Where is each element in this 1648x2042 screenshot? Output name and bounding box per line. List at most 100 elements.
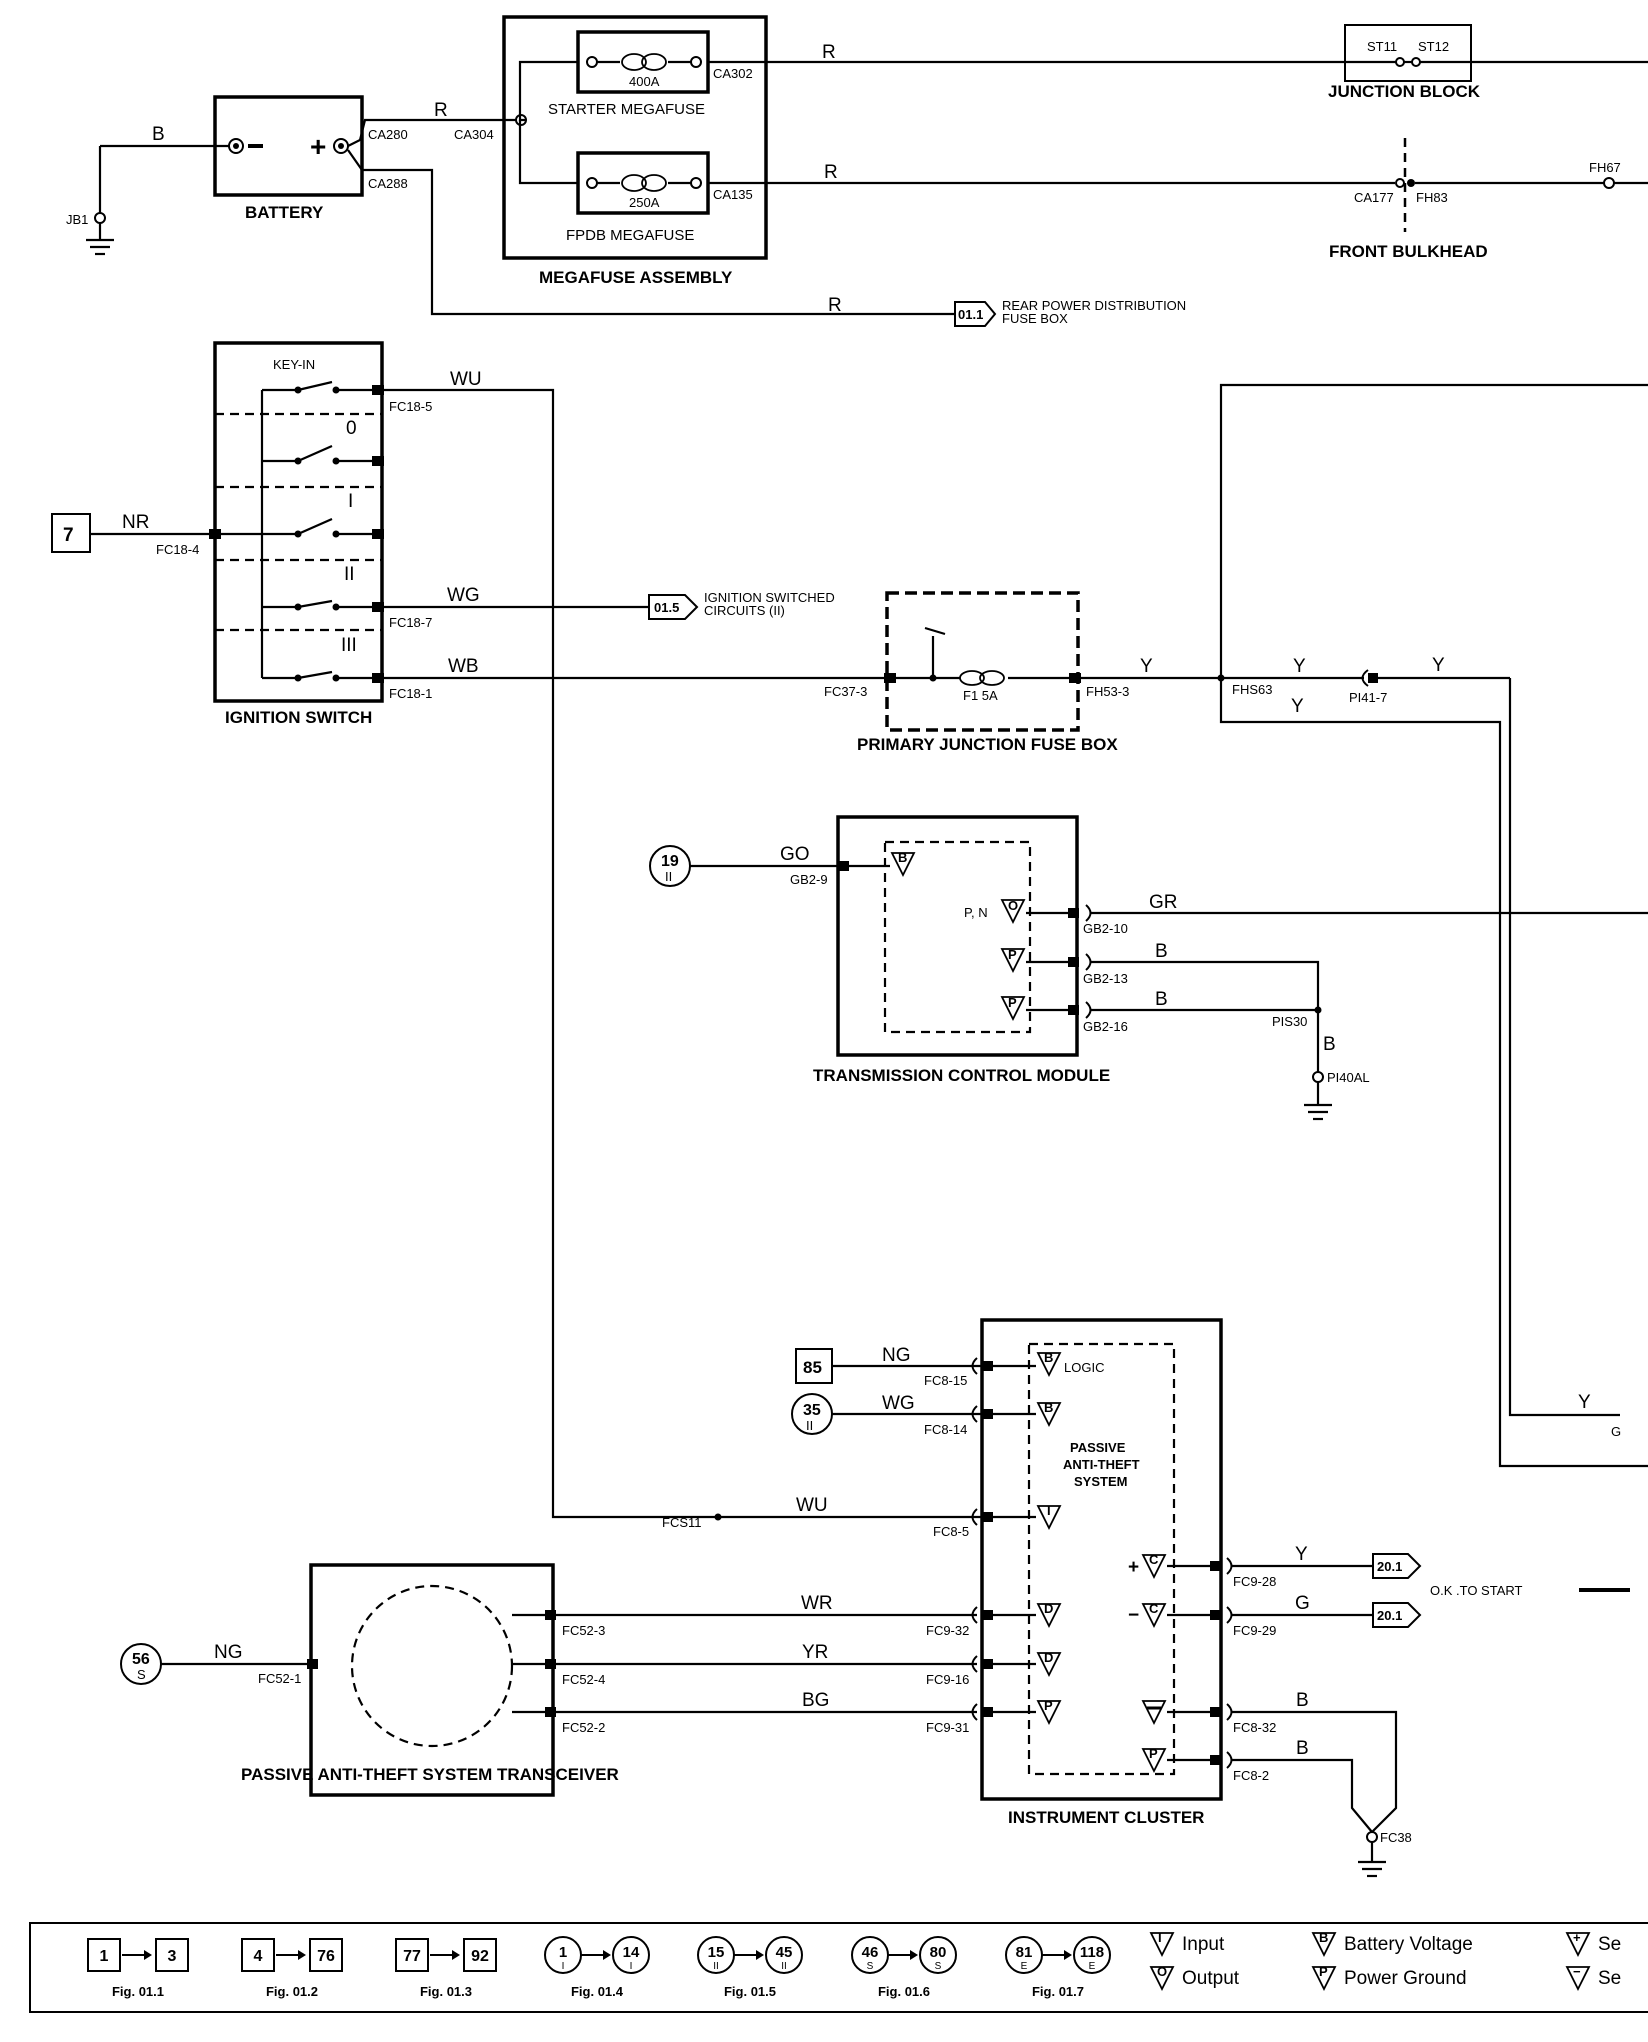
pats-inner-line1: PASSIVE	[1070, 1440, 1126, 1455]
ref-35: 35	[803, 1402, 821, 1419]
offpage-01-1-text1: REAR POWER DISTRIBUTION	[1002, 298, 1186, 313]
legend-ref-from-sub: I	[562, 1961, 565, 1972]
wire-wr: WR	[801, 1593, 833, 1614]
legend-ref-to: 118	[1080, 1944, 1104, 1961]
ic-ground-bar-icon	[1142, 1700, 1166, 1724]
pats-inner-line3: SYSTEM	[1074, 1474, 1127, 1489]
wire-y-pjfb: Y	[1140, 656, 1153, 677]
wire-y-down: Y	[1291, 696, 1304, 717]
wire-wu-top: WU	[450, 369, 482, 390]
legend-ref-from: 81	[1016, 1944, 1033, 1961]
pats-antenna-icon	[350, 1584, 514, 1748]
legend-input-icon	[1150, 1932, 1174, 1956]
tcm-pin-p2: P	[1008, 995, 1017, 1010]
legend-ref-to-circle	[1073, 1936, 1111, 1974]
ic-pin-i: I	[1047, 1503, 1051, 1518]
legend-fig-label: Fig. 01.5	[724, 1984, 776, 1999]
legend-arrow-icon	[144, 1950, 152, 1960]
wire-r-fpdb: R	[824, 162, 838, 183]
conn-ca288: CA288	[368, 176, 408, 191]
wire-r-starter: R	[822, 42, 836, 63]
tcm-pn: P, N	[964, 905, 988, 920]
legend-ref-to: 76	[317, 1948, 335, 1965]
legend-ref-from: 1	[100, 1948, 109, 1965]
wire-b-pis30: B	[1323, 1034, 1336, 1055]
wire-wg-35: WG	[882, 1393, 915, 1414]
junction-block	[1344, 24, 1648, 82]
conn-g-partial: G	[1611, 1424, 1621, 1439]
conn-fcs11: FCS11	[662, 1515, 702, 1530]
conn-fc18-5: FC18-5	[389, 399, 432, 414]
wire-b-fc8-2: B	[1296, 1738, 1309, 1759]
conn-pi40al: PI40AL	[1327, 1070, 1370, 1085]
conn-fc8-15: FC8-15	[924, 1373, 967, 1388]
conn-ca135: CA135	[713, 187, 753, 202]
conn-fc52-4: FC52-4	[562, 1672, 605, 1687]
ref-19-sub: II	[665, 869, 672, 884]
tcm-inner	[883, 840, 1032, 1034]
ref-35-sub: II	[806, 1418, 813, 1433]
legend-pg-glyph: P	[1319, 1964, 1328, 1979]
legend-ref-from: 4	[254, 1948, 263, 1965]
conn-gb2-10: GB2-10	[1083, 921, 1128, 936]
wire-b-jb1: B	[152, 124, 165, 145]
ic-pin-p2: P	[1149, 1746, 1158, 1761]
ground-jb1	[86, 146, 114, 256]
offpage-20-1-a: 20.1	[1377, 1559, 1402, 1574]
wire-nr: NR	[122, 512, 149, 533]
wire-gr: GR	[1149, 892, 1178, 913]
legend-sp-glyph: +	[1573, 1930, 1581, 1945]
conn-gb2-9: GB2-9	[790, 872, 828, 887]
legend-ref-from-box	[395, 1938, 429, 1972]
legend-arrow-icon	[298, 1950, 306, 1960]
offpage-01-5-label: 01.5	[654, 600, 679, 615]
legend-signal-negative: Se	[1598, 1968, 1621, 1989]
legend-output: Output	[1182, 1968, 1240, 1989]
battery-label: BATTERY	[245, 203, 324, 222]
ref-19: 19	[661, 853, 679, 870]
megafuse-assembly-label: MEGAFUSE ASSEMBLY	[539, 268, 733, 287]
ic-pin-c1: C	[1149, 1552, 1159, 1567]
wire-ng-56: NG	[214, 1642, 243, 1663]
wire-y-fhs63: Y	[1293, 656, 1306, 677]
conn-gb2-13: GB2-13	[1083, 971, 1128, 986]
legend-arrow-icon	[910, 1950, 918, 1960]
switch-pos-ii: II	[344, 564, 355, 585]
fuse-f1: F1 5A	[963, 688, 998, 703]
legend-signal-positive: Se	[1598, 1934, 1621, 1955]
legend-ref-from: 15	[708, 1944, 725, 1961]
legend-ref-to-circle	[612, 1936, 650, 1974]
legend-fig-label: Fig. 01.7	[1032, 1984, 1084, 1999]
legend-input-glyph: I	[1158, 1930, 1162, 1945]
ic-plus: +	[1128, 1557, 1139, 1578]
legend-arrow-icon	[756, 1950, 764, 1960]
legend-ref-to-circle	[765, 1936, 803, 1974]
legend-arrow-icon	[452, 1950, 460, 1960]
legend-ref-to: 92	[471, 1948, 489, 1965]
conn-fc52-3: FC52-3	[562, 1623, 605, 1638]
offpage-01-1	[954, 301, 997, 327]
offpage-01-5-text2: CIRCUITS (II)	[704, 603, 785, 618]
conn-fc18-1: FC18-1	[389, 686, 432, 701]
conn-fh53-3: FH53-3	[1086, 684, 1129, 699]
ic-pin-d1: D	[1044, 1601, 1053, 1616]
legend-fig-label: Fig. 01.1	[112, 1984, 164, 1999]
ic-minus: −	[1128, 1605, 1139, 1626]
legend-ref-to: 14	[623, 1944, 640, 1961]
conn-ca280: CA280	[368, 127, 408, 142]
legend-ref-to-sub: I	[630, 1961, 633, 1972]
legend-arrow-icon	[603, 1950, 611, 1960]
legend-output-glyph: O	[1157, 1964, 1167, 1979]
legend-battery-voltage: Battery Voltage	[1344, 1934, 1473, 1955]
wire-y-ic: Y	[1578, 1392, 1591, 1413]
wire-wb: WB	[448, 656, 479, 677]
front-bulkhead-label: FRONT BULKHEAD	[1329, 242, 1488, 261]
wire-b-fc8-32: B	[1296, 1690, 1309, 1711]
conn-fc52-2: FC52-2	[562, 1720, 605, 1735]
conn-jb1: JB1	[66, 212, 88, 227]
conn-ca304: CA304	[454, 127, 494, 142]
wire-y-fc9-28: Y	[1295, 1544, 1308, 1565]
legend-ref-to-sub: II	[781, 1961, 787, 1972]
legend-power-ground: Power Ground	[1344, 1968, 1467, 1989]
legend-box	[29, 1922, 1648, 2013]
